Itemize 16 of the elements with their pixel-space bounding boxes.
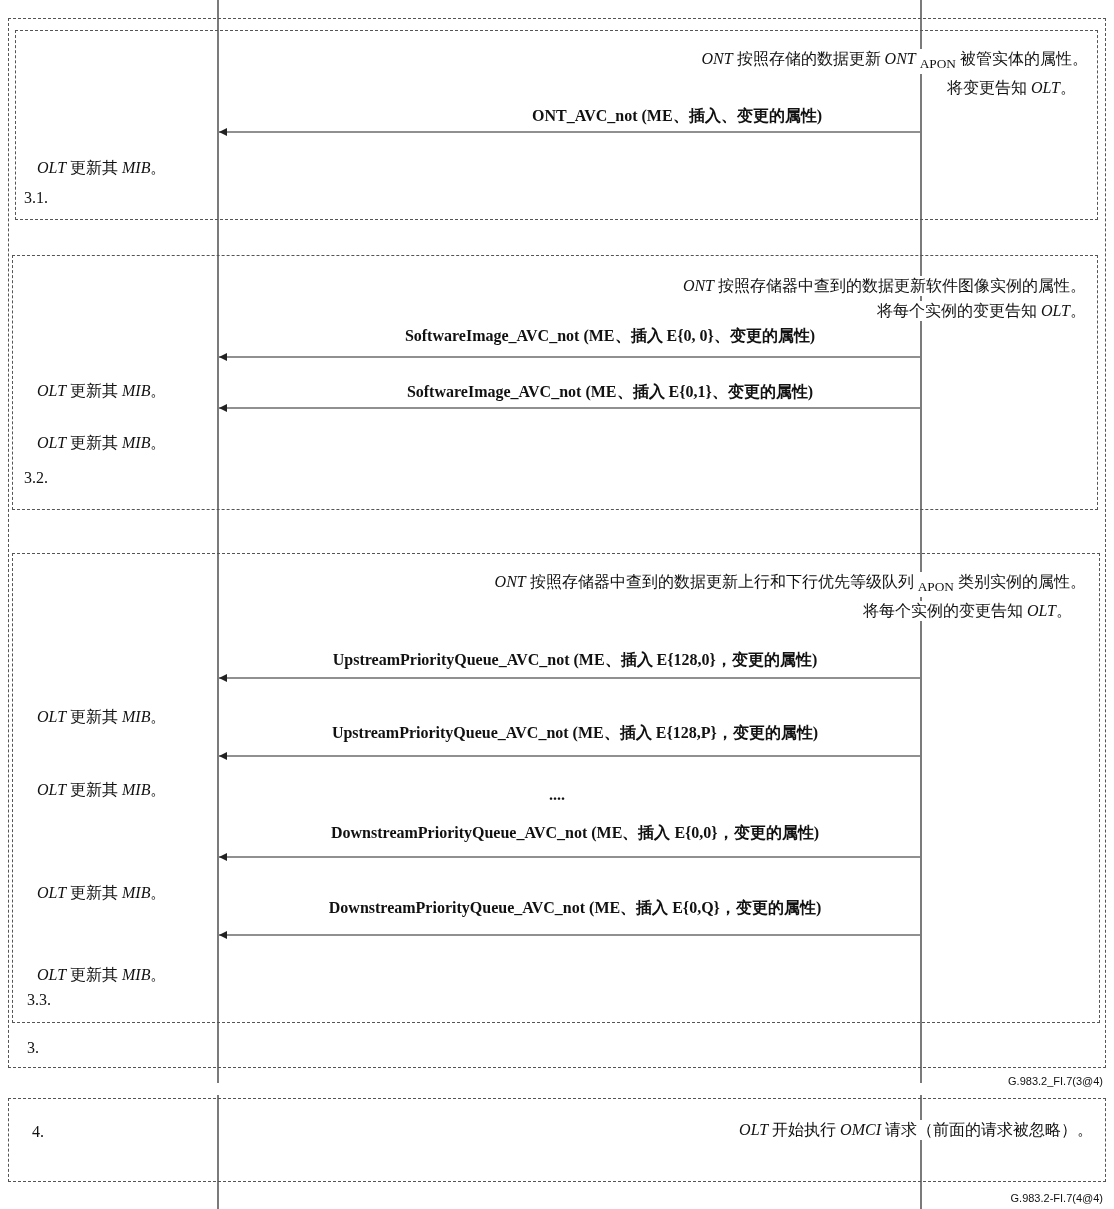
edge-label: UpstreamPriorityQueue_AVC_not (ME、插入 E{128,P}，变更的属性)	[329, 723, 821, 743]
arrow	[218, 853, 921, 861]
arrow	[218, 752, 921, 760]
arrow	[218, 128, 921, 136]
edge-label: DownstreamPriorityQueue_AVC_not (ME、插入 E{0,0}，变更的属性)	[329, 823, 821, 843]
edge-label: DownstreamPriorityQueue_AVC_not (ME、插入 E{0,Q}，变更的属性)	[326, 898, 824, 918]
edge-label: ONT_AVC_not (ME、插入、变更的属性)	[530, 106, 824, 126]
lifeline	[920, 0, 922, 1209]
arrow	[218, 674, 921, 682]
edge-label: UpstreamPriorityQueue_AVC_not (ME、插入 E{128,0}，变更的属性)	[330, 650, 820, 670]
arrow	[218, 353, 921, 361]
arrow	[218, 931, 921, 939]
arrow	[218, 404, 921, 412]
edge-label: SoftwareImage_AVC_not (ME、插入 E{0, 0}、变更的属性)	[402, 326, 818, 346]
edge-label: SoftwareImage_AVC_not (ME、插入 E{0,1}、变更的属性)	[404, 382, 816, 402]
lifeline	[217, 0, 219, 1209]
